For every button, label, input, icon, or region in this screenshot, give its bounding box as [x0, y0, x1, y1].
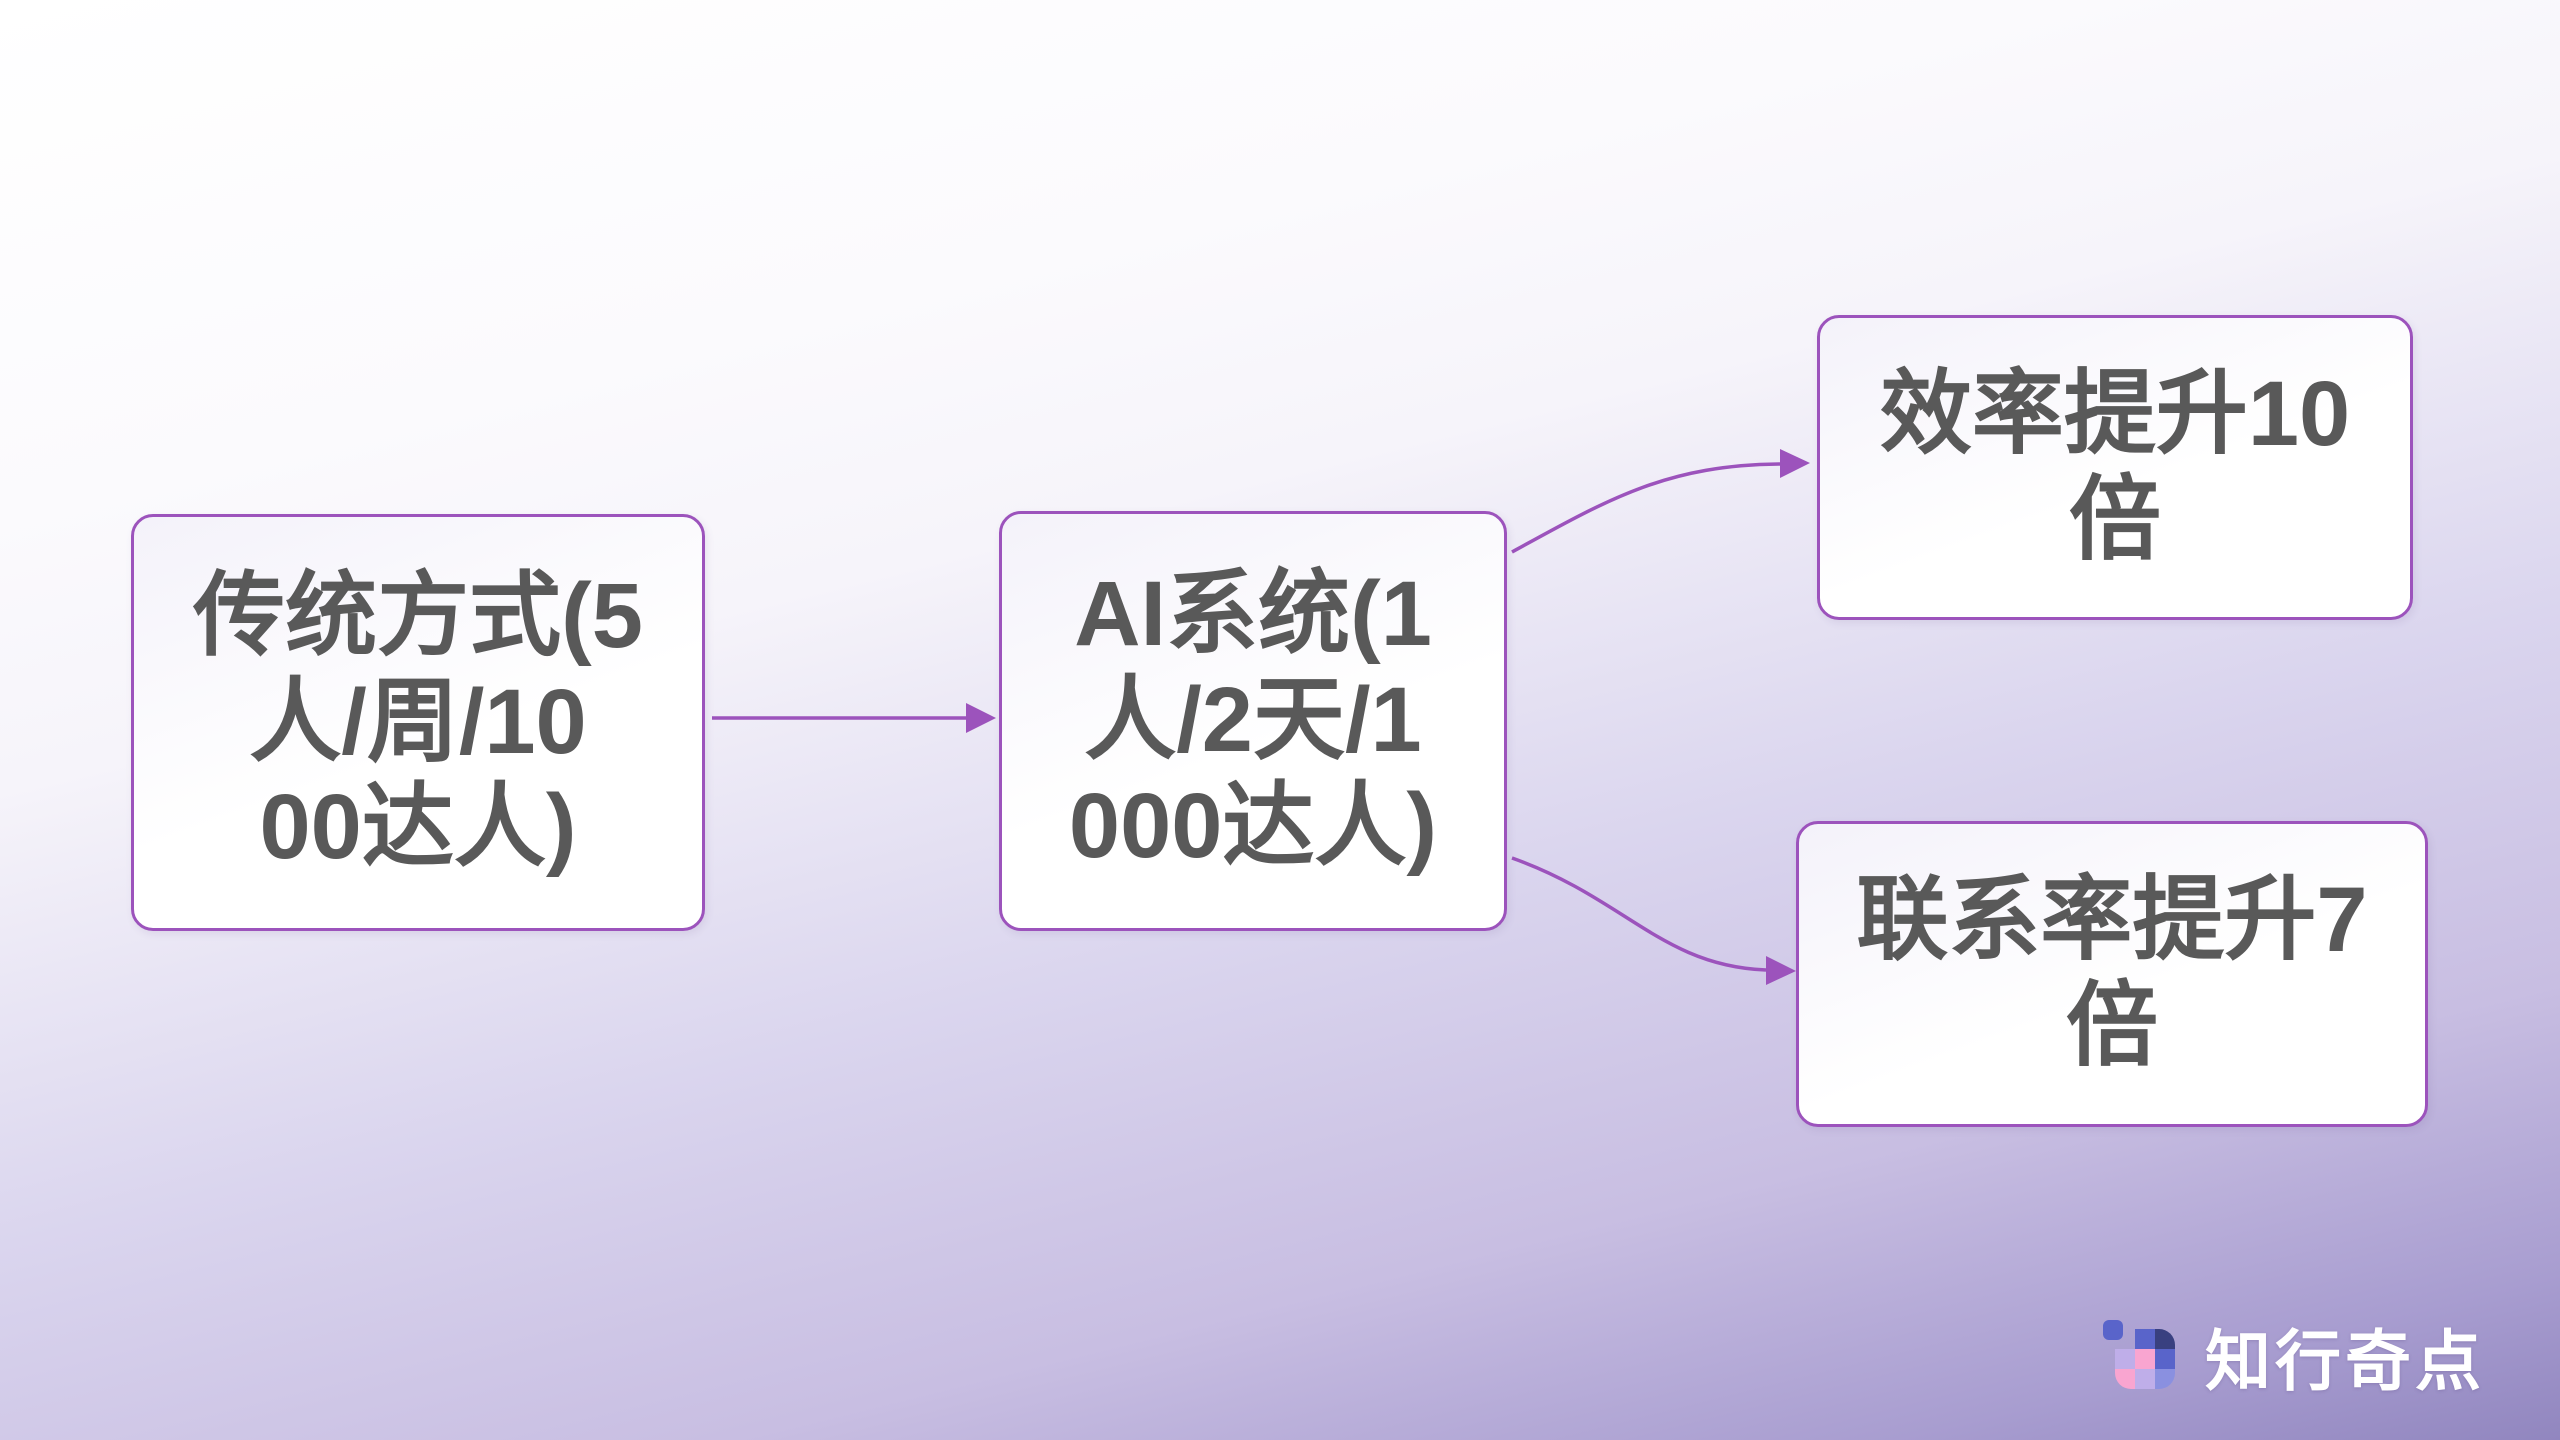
node-ai-system: AI系统(1 人/2天/1 000达人): [999, 511, 1507, 931]
brand-logo-icon: [2103, 1320, 2175, 1392]
node-efficiency-gain: 效率提升10 倍: [1817, 315, 2413, 620]
logo-icon-cell: [2115, 1349, 2135, 1369]
node-efficiency-gain-label: 效率提升10 倍: [1879, 362, 2351, 571]
node-traditional-method: 传统方式(5 人/周/10 00达人): [131, 514, 705, 931]
logo-icon-grid: [2115, 1329, 2175, 1389]
brand-logo: 知行奇点: [2103, 1308, 2485, 1404]
arrow-ai-to-contact: [1511, 856, 1796, 985]
logo-icon-cell: [2115, 1369, 2135, 1389]
logo-icon-cell: [2135, 1329, 2155, 1349]
brand-logo-text: 知行奇点: [2205, 1324, 2485, 1398]
logo-icon-cell: [2135, 1349, 2155, 1369]
arrow-traditional-to-ai: [712, 703, 996, 733]
node-contact-rate-gain: 联系率提升7 倍: [1796, 821, 2428, 1127]
node-ai-system-label: AI系统(1 人/2天/1 000达人): [1068, 563, 1438, 877]
node-traditional-method-label: 传统方式(5 人/周/10 00达人): [193, 564, 643, 879]
node-contact-rate-gain-label: 联系率提升7 倍: [1856, 869, 2368, 1077]
logo-icon-detached-square: [2103, 1320, 2123, 1340]
logo-icon-cell: [2155, 1349, 2175, 1369]
logo-icon-cell: [2155, 1369, 2175, 1389]
logo-icon-cell: [2135, 1369, 2155, 1389]
logo-icon-cell: [2155, 1329, 2175, 1349]
arrow-ai-to-efficiency: [1511, 449, 1810, 554]
